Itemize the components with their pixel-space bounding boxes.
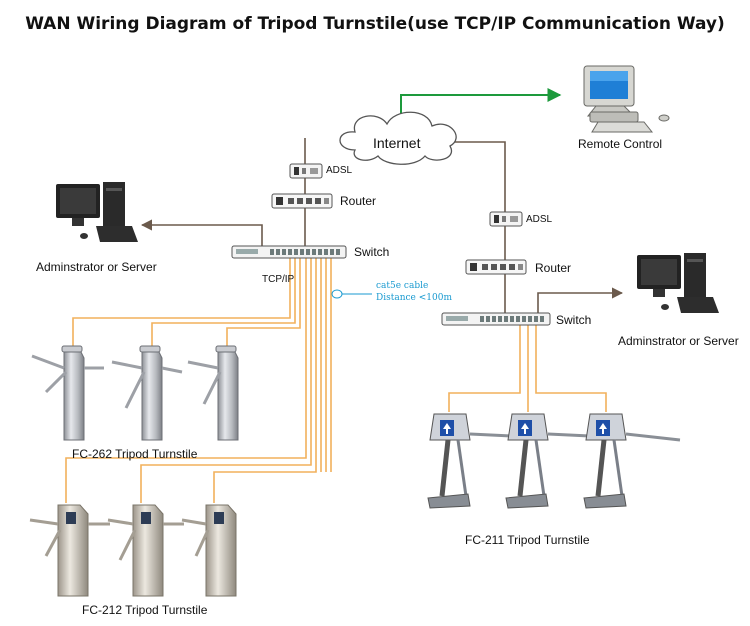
left-router-label: Router xyxy=(340,194,377,208)
left-switch-admin-wire xyxy=(140,219,263,247)
cable-callout xyxy=(331,289,372,299)
right-admin-computer-icon xyxy=(637,253,719,313)
fc-211-label: FC-211 Tripod Turnstile xyxy=(465,533,590,547)
left-admin-computer-icon xyxy=(56,182,138,242)
fc-262-turnstile-1 xyxy=(31,345,104,441)
fc-211-turnstile-1 xyxy=(427,413,513,509)
fc-212-turnstile-3 xyxy=(181,504,237,597)
fc-212-turnstile-1 xyxy=(29,504,110,597)
fc-212-turnstile-2 xyxy=(107,504,184,597)
fc-262-label: FC-262 Tripod Turnstile xyxy=(72,447,198,461)
right-admin-label: Adminstrator or Server xyxy=(618,334,739,348)
cable-type-note: cat5e cable xyxy=(376,281,429,291)
remote-control-computer-icon xyxy=(583,65,670,133)
right-cat5e-cables xyxy=(448,325,607,412)
right-adsl-label: ADSL xyxy=(526,214,553,225)
internet-right-adsl-wire xyxy=(448,141,506,213)
right-router-label: Router xyxy=(535,261,572,275)
left-switch xyxy=(231,245,347,259)
right-switch-label: Switch xyxy=(556,313,592,327)
fc-262-turnstile-2 xyxy=(111,345,183,441)
fc-262-turnstile-3 xyxy=(187,345,239,441)
right-switch-admin-wire xyxy=(537,287,624,316)
left-switch-label: Switch xyxy=(354,245,390,259)
fc-211-turnstile-2 xyxy=(505,413,591,509)
left-router xyxy=(271,193,333,209)
right-switch xyxy=(441,312,551,326)
right-adsl-modem xyxy=(489,211,523,227)
right-router xyxy=(465,259,527,275)
cable-distance-note: Distance <100m xyxy=(376,293,452,303)
internet-cloud xyxy=(339,111,457,165)
remote-control-label: Remote Control xyxy=(578,137,663,151)
internet-label: Internet xyxy=(373,135,421,151)
diagram-title: WAN Wiring Diagram of Tripod Turnstile(u… xyxy=(25,14,725,34)
tcpip-label: TCP/IP xyxy=(262,274,295,285)
left-adsl-label: ADSL xyxy=(326,165,353,176)
left-cat5e-cables xyxy=(65,258,332,503)
left-admin-label: Adminstrator or Server xyxy=(36,260,157,274)
fc-211-turnstile-3 xyxy=(583,413,681,509)
left-adsl-modem xyxy=(289,163,323,179)
fc-212-label: FC-212 Tripod Turnstile xyxy=(82,603,208,617)
